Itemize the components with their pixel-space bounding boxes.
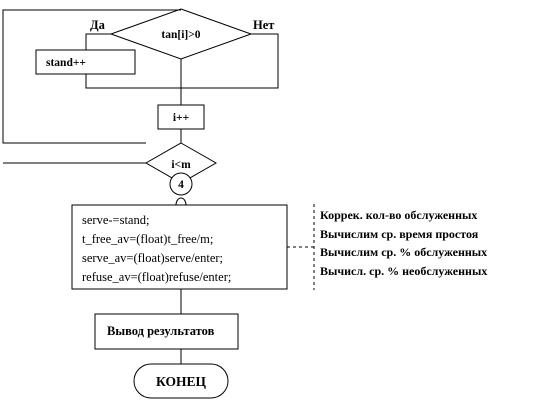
decision-loop-condition: i<m bbox=[171, 159, 191, 171]
stand-box-text: stand++ bbox=[46, 57, 86, 69]
code-line-4: refuse_av=(float)refuse/enter; bbox=[82, 270, 231, 284]
connector-label: 4 bbox=[178, 179, 184, 191]
comment-3: Вычислим ср. % обслуженных bbox=[320, 245, 487, 259]
connector-circle bbox=[169, 172, 193, 196]
yes-branch-line bbox=[85, 33, 111, 50]
code-line-1: serve-=stand; bbox=[82, 213, 149, 227]
increment-box-text: i++ bbox=[173, 112, 189, 124]
increment-box bbox=[157, 104, 205, 130]
comment-2: Вычислим ср. время простоя bbox=[320, 227, 479, 241]
end-terminal-text: КОНЕЦ bbox=[156, 374, 206, 389]
comment-4: Вычисл. ср. % необслуженных bbox=[320, 264, 487, 278]
code-line-2: t_free_av=(float)t_free/m; bbox=[82, 232, 213, 246]
loop-back-line bbox=[2, 9, 181, 144]
connector-to-code-arc bbox=[175, 197, 187, 206]
no-branch-line bbox=[181, 33, 279, 89]
decision-top-yes-label: Да bbox=[90, 18, 106, 32]
decision-top-no-label: Нет bbox=[253, 18, 274, 32]
stand-box bbox=[35, 49, 136, 75]
output-box-text: Вывод результатов bbox=[107, 324, 215, 338]
end-terminal bbox=[133, 363, 229, 399]
code-line-3: serve_av=(float)serve/enter; bbox=[82, 251, 223, 265]
comment-1: Коррек. кол-во обслуженных bbox=[320, 208, 477, 222]
output-box bbox=[94, 313, 239, 350]
yes-branch-join-line bbox=[85, 74, 181, 89]
code-block bbox=[71, 204, 288, 290]
decision-top-condition: tan[i]>0 bbox=[161, 29, 200, 41]
